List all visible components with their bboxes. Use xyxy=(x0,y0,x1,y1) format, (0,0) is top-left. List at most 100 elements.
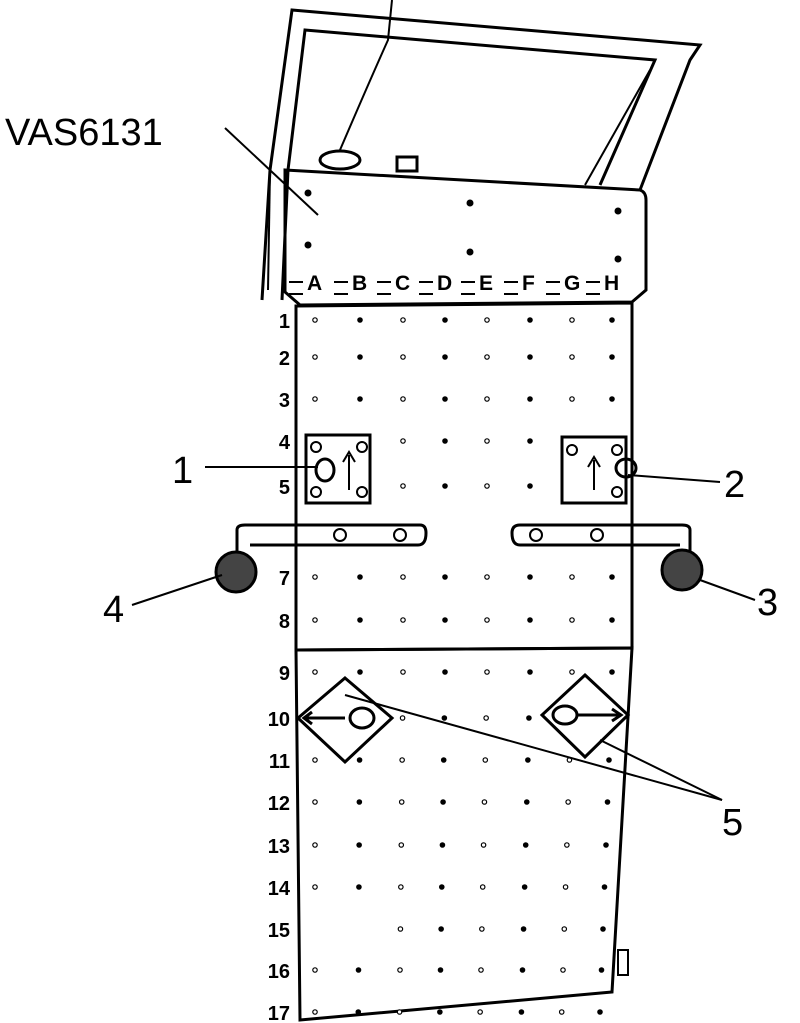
peg-hole xyxy=(525,757,531,763)
peg-hole xyxy=(355,967,362,973)
peg-hole xyxy=(482,757,489,763)
peg-hole xyxy=(398,884,404,890)
column-tick xyxy=(461,281,475,295)
column-tick xyxy=(586,281,600,295)
peg-hole xyxy=(569,317,575,323)
peg-hole xyxy=(484,669,490,675)
peg-hole xyxy=(519,967,526,973)
row-label-13: 13 xyxy=(268,836,290,858)
holder-1 xyxy=(304,433,372,505)
peg-hole xyxy=(437,967,444,973)
peg-hole xyxy=(399,715,406,721)
upper-panel xyxy=(294,301,634,652)
column-label-A: A xyxy=(307,272,322,295)
peg-hole xyxy=(312,842,318,848)
column-tick xyxy=(377,281,391,295)
peg-hole xyxy=(569,669,575,675)
peg-hole xyxy=(527,483,533,489)
header-screw xyxy=(466,248,474,256)
column-label-B: B xyxy=(352,272,367,295)
peg-hole xyxy=(312,617,318,623)
peg-hole xyxy=(484,438,490,444)
peg-hole xyxy=(438,884,445,890)
callout-4: 4 xyxy=(103,589,124,631)
peg-hole xyxy=(400,396,406,402)
header-screw xyxy=(304,189,312,197)
peg-hole xyxy=(527,396,533,402)
peg-hole xyxy=(477,1009,483,1015)
peg-hole xyxy=(400,574,406,580)
column-tick xyxy=(504,281,518,295)
peg-hole xyxy=(569,617,575,623)
peg-hole xyxy=(312,574,318,580)
peg-hole xyxy=(439,842,446,848)
row-label-4: 4 xyxy=(279,432,291,454)
peg-hole xyxy=(357,317,363,323)
peg-hole xyxy=(484,617,490,623)
peg-hole xyxy=(442,396,448,402)
peg-hole xyxy=(481,799,488,805)
peg-hole xyxy=(438,926,444,932)
row-label-3: 3 xyxy=(279,390,290,412)
column-label-E: E xyxy=(479,272,493,295)
peg-hole xyxy=(442,317,448,323)
peg-hole xyxy=(357,617,363,623)
row-label-5: 5 xyxy=(279,477,290,499)
peg-hole xyxy=(527,669,533,675)
peg-hole xyxy=(527,317,533,323)
tool-label: VAS6131 xyxy=(5,112,163,154)
header-panel xyxy=(283,168,648,307)
knob-3 xyxy=(660,548,704,592)
diamond-holder-right xyxy=(539,672,631,760)
peg-hole xyxy=(569,396,575,402)
peg-hole xyxy=(565,799,571,805)
row-label-12: 12 xyxy=(268,793,290,815)
peg-hole xyxy=(442,483,448,489)
peg-hole xyxy=(518,1009,525,1015)
peg-hole xyxy=(356,799,363,805)
peg-hole xyxy=(312,354,318,360)
peg-hole xyxy=(442,354,448,360)
peg-hole xyxy=(442,617,448,623)
peg-hole xyxy=(397,967,403,973)
peg-hole xyxy=(399,757,405,763)
row-label-16: 16 xyxy=(268,961,290,983)
peg-hole xyxy=(357,574,363,580)
peg-hole xyxy=(484,317,490,323)
peg-hole xyxy=(598,967,605,973)
header-screw xyxy=(466,199,474,207)
peg-hole xyxy=(600,926,606,932)
peg-hole xyxy=(312,884,318,890)
peg-hole xyxy=(527,354,533,360)
peg-hole xyxy=(484,483,490,489)
peg-hole xyxy=(521,884,528,890)
peg-hole xyxy=(312,799,318,805)
peg-hole xyxy=(561,926,568,932)
peg-hole xyxy=(562,884,569,890)
header-screw xyxy=(304,241,312,249)
row-label-14: 14 xyxy=(268,878,291,900)
peg-hole xyxy=(479,926,485,932)
peg-hole xyxy=(397,926,404,932)
row-label-8: 8 xyxy=(279,611,290,633)
peg-hole xyxy=(480,842,487,848)
peg-hole xyxy=(400,483,406,489)
peg-hole xyxy=(484,574,490,580)
callout-1: 1 xyxy=(172,450,193,492)
peg-hole xyxy=(400,438,406,444)
peg-hole xyxy=(478,967,484,973)
peg-hole xyxy=(312,669,318,675)
peg-hole xyxy=(609,396,615,402)
handle-bar-right xyxy=(510,523,704,592)
peg-hole xyxy=(527,617,533,623)
row-label-10: 10 xyxy=(268,709,290,731)
peg-hole xyxy=(484,396,490,402)
peg-hole xyxy=(312,396,318,402)
holder-2 xyxy=(560,435,638,505)
peg-hole xyxy=(527,438,533,444)
column-tick xyxy=(334,281,348,295)
peg-hole xyxy=(520,926,527,932)
peg-hole xyxy=(355,1009,362,1015)
peg-hole xyxy=(441,715,448,721)
peg-hole xyxy=(357,354,363,360)
